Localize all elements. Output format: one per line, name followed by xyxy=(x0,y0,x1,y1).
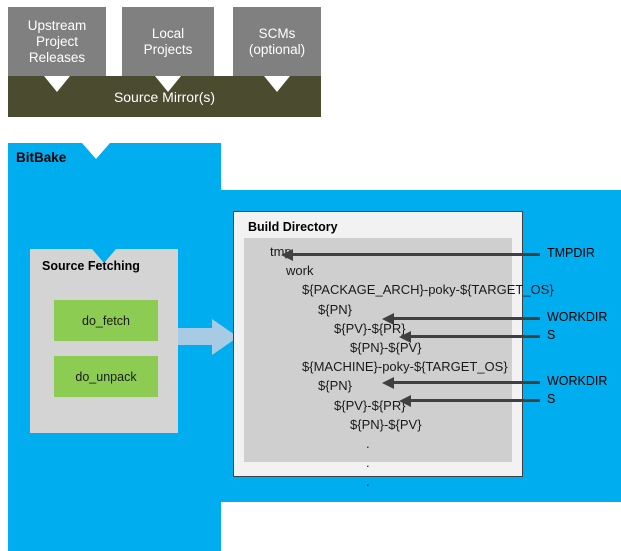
annotation-label-s-2-text: S xyxy=(547,392,556,406)
directory-tree-row: ${PN} xyxy=(318,301,352,317)
annotation-label-workdir-2-text: WORKDIR xyxy=(547,374,608,388)
directory-tree-row: . xyxy=(366,455,370,471)
directory-tree-row: ${PN}-${PV} xyxy=(350,416,422,432)
source-fetching-title: Source Fetching xyxy=(42,259,140,273)
directory-tree-row: ${PN}-${PV} xyxy=(350,339,422,355)
task-do-unpack-label: do_unpack xyxy=(75,369,137,384)
directory-tree-row: . xyxy=(366,435,370,451)
directory-tree-row: work xyxy=(286,263,314,279)
directory-tree-row: . xyxy=(366,474,370,490)
source-box-scms: SCMs (optional) xyxy=(233,7,321,76)
source-box-scms-label: SCMs (optional) xyxy=(248,25,306,57)
connector-notch-scms xyxy=(264,76,290,92)
annotation-label-workdir-1-text: WORKDIR xyxy=(547,310,608,324)
source-box-local: Local Projects xyxy=(122,7,214,76)
source-box-upstream-label: Upstream Project Releases xyxy=(27,17,87,65)
connector-line-s-1 xyxy=(399,330,540,343)
connector-arrowhead-tmpdir xyxy=(281,248,293,261)
bitbake-label-text: BitBake xyxy=(16,150,67,165)
connector-arrowhead-s-2 xyxy=(399,394,411,407)
annotation-label-s-1: S xyxy=(547,328,555,342)
connector-arrowhead-s-1 xyxy=(399,330,411,343)
connector-line-workdir-2 xyxy=(382,376,540,389)
source-box-upstream: Upstream Project Releases xyxy=(8,7,106,76)
flow-arrow-fetch-to-builddir xyxy=(178,319,240,355)
annotation-label-workdir-2: WORKDIR xyxy=(547,374,607,388)
annotation-label-tmpdir-text: TMPDIR xyxy=(547,246,595,260)
fetch-panel-inlet-notch xyxy=(92,249,116,263)
connector-line-workdir-1 xyxy=(382,312,540,325)
directory-tree-row: ${PV}-${PR} xyxy=(334,320,406,336)
connector-line-tmpdir xyxy=(281,248,540,261)
annotation-label-s-2: S xyxy=(547,392,555,406)
build-directory-title: Build Directory xyxy=(248,220,338,234)
connector-arrowhead-workdir-2 xyxy=(382,376,394,389)
directory-tree-row: ${PACKAGE_ARCH}-poky-${TARGET_OS} xyxy=(302,282,554,298)
fetch-panel-outlet-notch xyxy=(92,433,116,447)
bitbake-inlet-notch xyxy=(82,143,110,159)
annotation-label-tmpdir: TMPDIR xyxy=(547,246,595,260)
task-do-fetch[interactable]: do_fetch xyxy=(54,300,158,341)
annotation-label-s-1-text: S xyxy=(547,328,556,342)
annotation-label-workdir-1: WORKDIR xyxy=(547,310,607,324)
bitbake-region-top xyxy=(8,143,221,190)
connector-notch-upstream xyxy=(44,76,70,92)
task-do-unpack[interactable]: do_unpack xyxy=(54,356,158,397)
bitbake-label: BitBake xyxy=(16,150,66,165)
connector-notch-mirror-down xyxy=(82,117,110,134)
source-fetching-panel: Source Fetching do_fetch do_unpack xyxy=(30,249,178,433)
directory-tree-row: ${PV}-${PR} xyxy=(334,397,406,413)
source-box-local-label: Local Projects xyxy=(143,25,193,57)
connector-notch-local xyxy=(155,76,181,92)
connector-line-s-2 xyxy=(399,394,540,407)
connector-arrowhead-workdir-1 xyxy=(382,312,394,325)
bitbake-region-bottom xyxy=(8,502,221,551)
directory-tree-row: ${PN} xyxy=(318,378,352,394)
flow-arrow-shaft xyxy=(178,328,214,345)
directory-tree-row: ${MACHINE}-poky-${TARGET_OS} xyxy=(302,359,508,375)
task-do-fetch-label: do_fetch xyxy=(82,313,130,328)
source-mirror-label: Source Mirror(s) xyxy=(113,88,216,105)
